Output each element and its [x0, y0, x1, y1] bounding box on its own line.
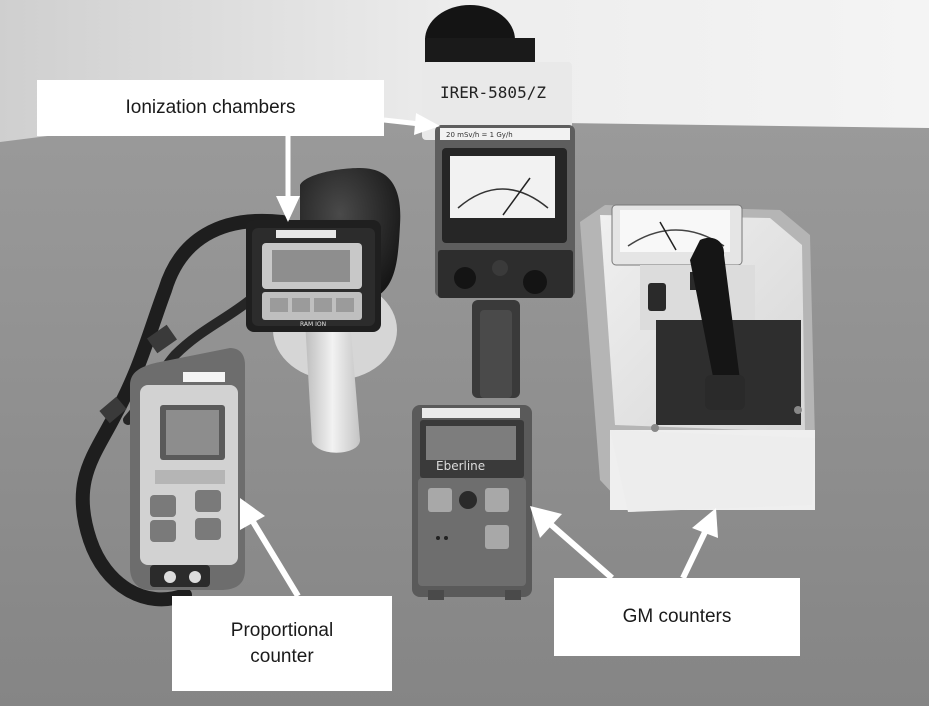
gm-brand-label: Eberline	[436, 459, 485, 473]
proportional-counter-line1: Proportional	[230, 619, 334, 641]
gm-counter-box-meter	[580, 204, 815, 512]
ionization-chambers-label: Ionization chambers	[125, 97, 296, 118]
proportional-counter-line2: counter	[250, 645, 314, 667]
gm-counters-callout: GM counters	[554, 578, 800, 656]
small-chamber-model: RAM ION	[300, 321, 326, 328]
proportional-counter-text: Proportional counter	[231, 618, 333, 670]
ionization-chambers-callout: Ionization chambers	[37, 80, 384, 136]
proportional-counter-callout: Proportional counter	[172, 596, 392, 691]
chamber-range-label: 20 mSv/h = 1 Gy/h	[446, 131, 513, 139]
chamber-top-label: IRER-5805/Z	[440, 83, 546, 102]
small-ionization-chamber: RAM ION	[246, 168, 401, 453]
gm-counter-eberline: Eberline	[412, 405, 532, 600]
large-ionization-chamber: IRER-5805/Z 20 mSv/h = 1 Gy/h	[422, 5, 575, 398]
gm-counters-label: GM counters	[622, 606, 732, 627]
proportional-counter-device	[130, 348, 245, 590]
arrows	[240, 113, 718, 598]
